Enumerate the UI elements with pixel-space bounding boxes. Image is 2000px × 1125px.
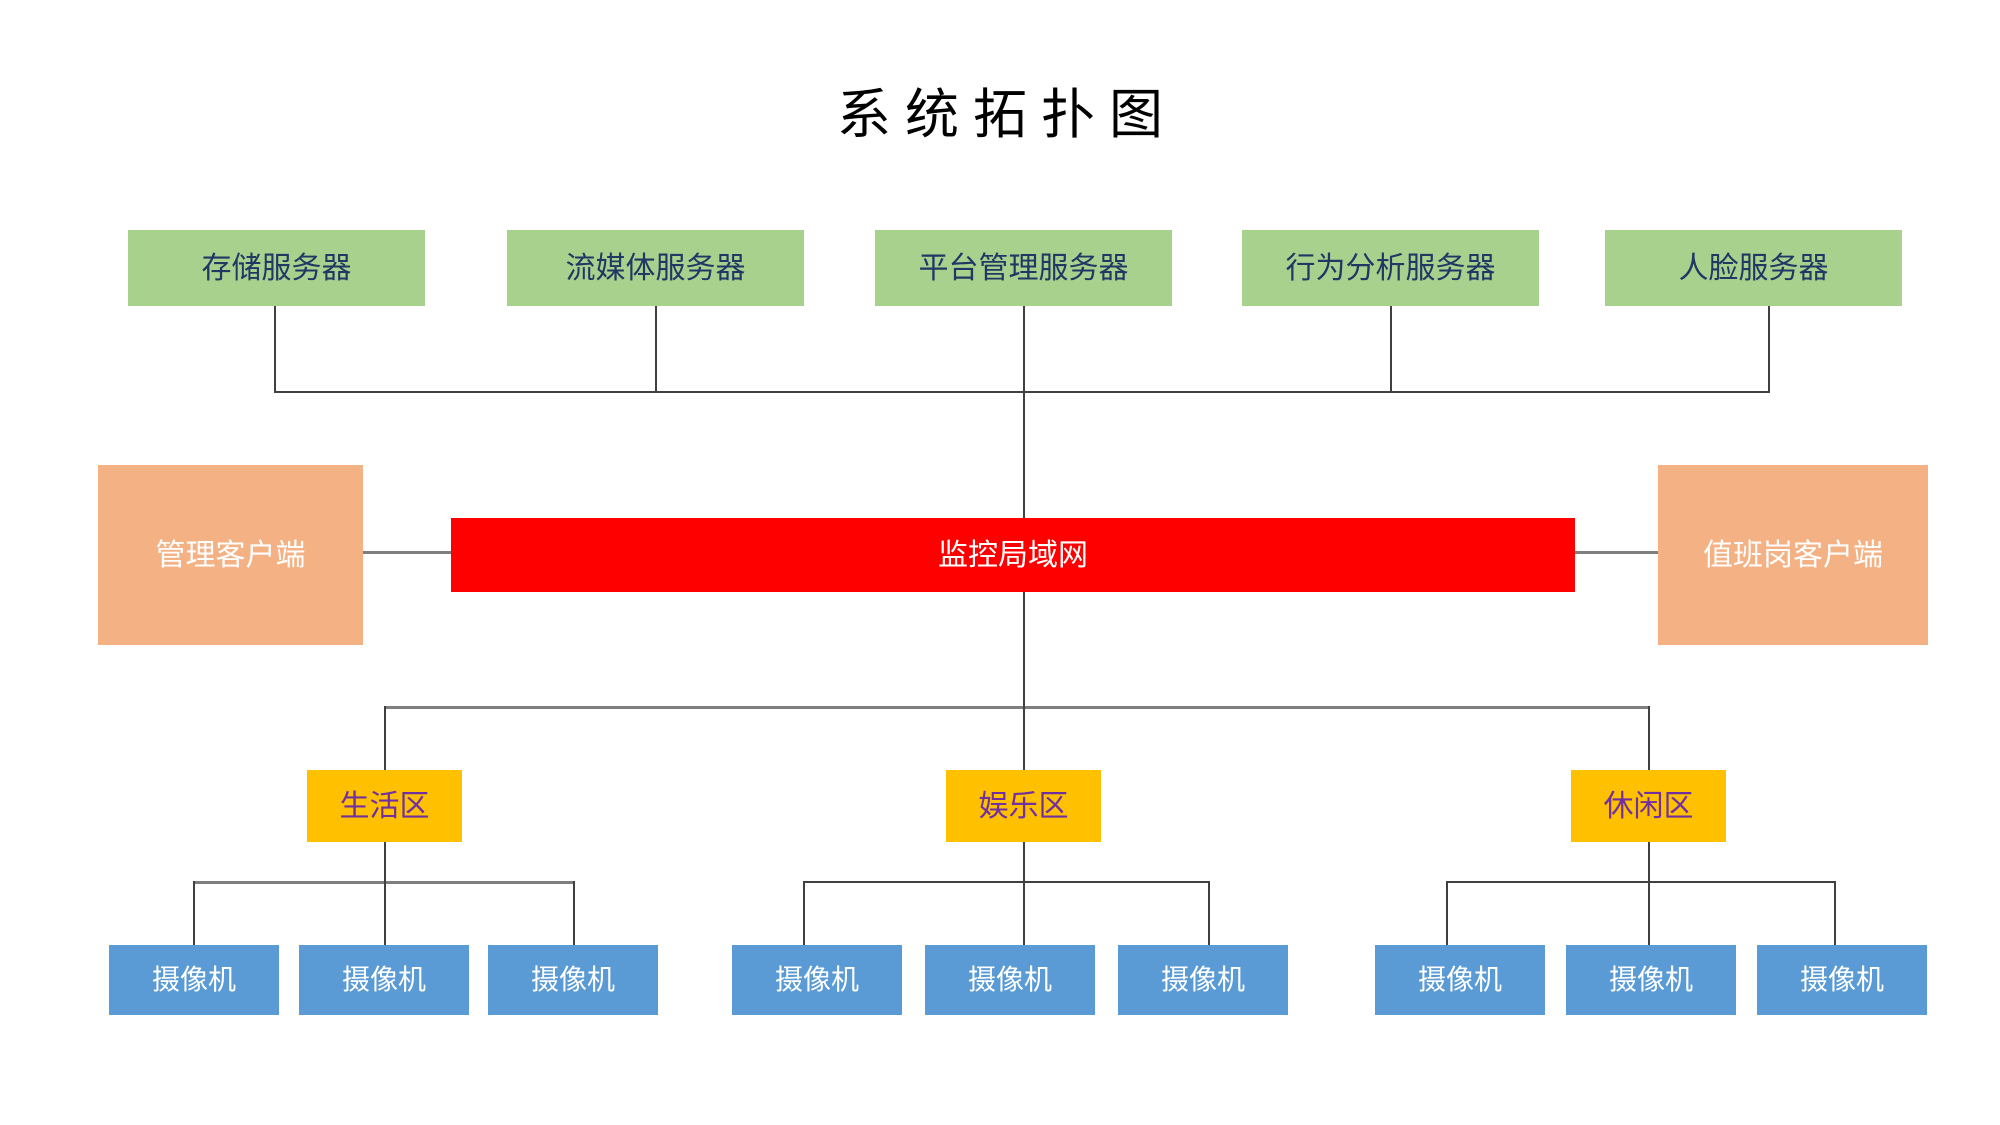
connector-duty-client-to-lan: [1575, 551, 1658, 554]
connector-entertainment-camera-2-drop: [1023, 881, 1025, 945]
node-label: 摄像机: [774, 963, 859, 995]
node-label: 摄像机: [341, 963, 426, 995]
node-label: 人脸服务器: [1678, 251, 1829, 285]
node-label: 娱乐区: [978, 789, 1069, 823]
node-label: 摄像机: [1417, 963, 1502, 995]
node-label: 管理客户端: [155, 538, 306, 572]
node-behavior-analysis-server[interactable]: 行为分析服务器: [1242, 230, 1539, 306]
node-label: 值班岗客户端: [1703, 538, 1883, 572]
node-zone-leisure-area[interactable]: 休闲区: [1571, 770, 1726, 842]
node-face-recognition-server[interactable]: 人脸服务器: [1605, 230, 1902, 306]
page-title: 系统拓扑图: [837, 85, 1177, 145]
connector-storage-server-drop: [274, 306, 276, 393]
node-surveillance-lan[interactable]: 监控局域网: [451, 518, 1575, 592]
node-streaming-server[interactable]: 流媒体服务器: [507, 230, 804, 306]
connector-behavior-server-drop: [1390, 306, 1392, 393]
connector-entertainment-camera-3-drop: [1208, 881, 1210, 945]
connector-entertainment-camera-1-drop: [803, 881, 805, 945]
connector-living-camera-1-drop: [193, 881, 195, 945]
connector-zone-entertainment-drop: [1023, 706, 1025, 806]
connector-leisure-camera-3-drop: [1834, 881, 1836, 945]
node-camera-living-3[interactable]: 摄像机: [488, 945, 658, 1015]
connector-management-client-to-lan: [363, 551, 451, 554]
node-camera-leisure-2[interactable]: 摄像机: [1566, 945, 1736, 1015]
node-label: 监控局域网: [938, 538, 1088, 572]
connector-zone-leisure-drop: [1648, 706, 1650, 806]
node-label: 摄像机: [530, 963, 615, 995]
node-camera-living-1[interactable]: 摄像机: [109, 945, 279, 1015]
connector-platform-server-drop: [1023, 306, 1025, 393]
node-label: 休闲区: [1603, 789, 1694, 823]
connector-face-server-drop: [1768, 306, 1770, 393]
connector-server-bus-to-lan: [1023, 391, 1025, 518]
node-camera-living-2[interactable]: 摄像机: [299, 945, 469, 1015]
connector-living-camera-bus: [193, 881, 574, 884]
node-label: 摄像机: [967, 963, 1052, 995]
node-label: 摄像机: [151, 963, 236, 995]
node-label: 摄像机: [1799, 963, 1884, 995]
node-label: 摄像机: [1608, 963, 1693, 995]
node-zone-living-area[interactable]: 生活区: [307, 770, 462, 842]
node-camera-entertainment-2[interactable]: 摄像机: [925, 945, 1095, 1015]
node-platform-management-server[interactable]: 平台管理服务器: [875, 230, 1172, 306]
node-label: 存储服务器: [201, 251, 352, 285]
connector-living-zone-to-camera-bus: [384, 842, 386, 883]
connector-leisure-camera-bus: [1446, 881, 1836, 883]
node-zone-entertainment-area[interactable]: 娱乐区: [946, 770, 1101, 842]
connector-living-camera-2-drop: [384, 881, 386, 945]
connector-zone-living-drop: [384, 706, 386, 806]
connector-entertainment-camera-bus: [803, 881, 1210, 883]
connector-server-bus: [274, 391, 1770, 393]
connector-zone-bus: [384, 706, 1650, 709]
connector-streaming-server-drop: [655, 306, 657, 393]
node-management-client[interactable]: 管理客户端: [98, 465, 363, 645]
node-label: 生活区: [339, 789, 430, 823]
node-camera-leisure-3[interactable]: 摄像机: [1757, 945, 1927, 1015]
node-camera-entertainment-1[interactable]: 摄像机: [732, 945, 902, 1015]
node-label: 行为分析服务器: [1285, 251, 1496, 285]
connector-living-camera-3-drop: [573, 881, 575, 945]
node-camera-leisure-1[interactable]: 摄像机: [1375, 945, 1545, 1015]
connector-leisure-camera-2-drop: [1648, 881, 1650, 945]
connector-leisure-camera-1-drop: [1446, 881, 1448, 945]
node-camera-entertainment-3[interactable]: 摄像机: [1118, 945, 1288, 1015]
node-label: 摄像机: [1160, 963, 1245, 995]
node-duty-post-client[interactable]: 值班岗客户端: [1658, 465, 1928, 645]
node-storage-server[interactable]: 存储服务器: [128, 230, 425, 306]
connector-lan-to-zone-bus: [1023, 592, 1025, 708]
connector-leisure-zone-to-camera-bus: [1648, 842, 1650, 883]
node-label: 流媒体服务器: [565, 251, 746, 285]
connector-entertainment-zone-to-camera-bus: [1023, 842, 1025, 883]
node-label: 平台管理服务器: [918, 251, 1129, 285]
